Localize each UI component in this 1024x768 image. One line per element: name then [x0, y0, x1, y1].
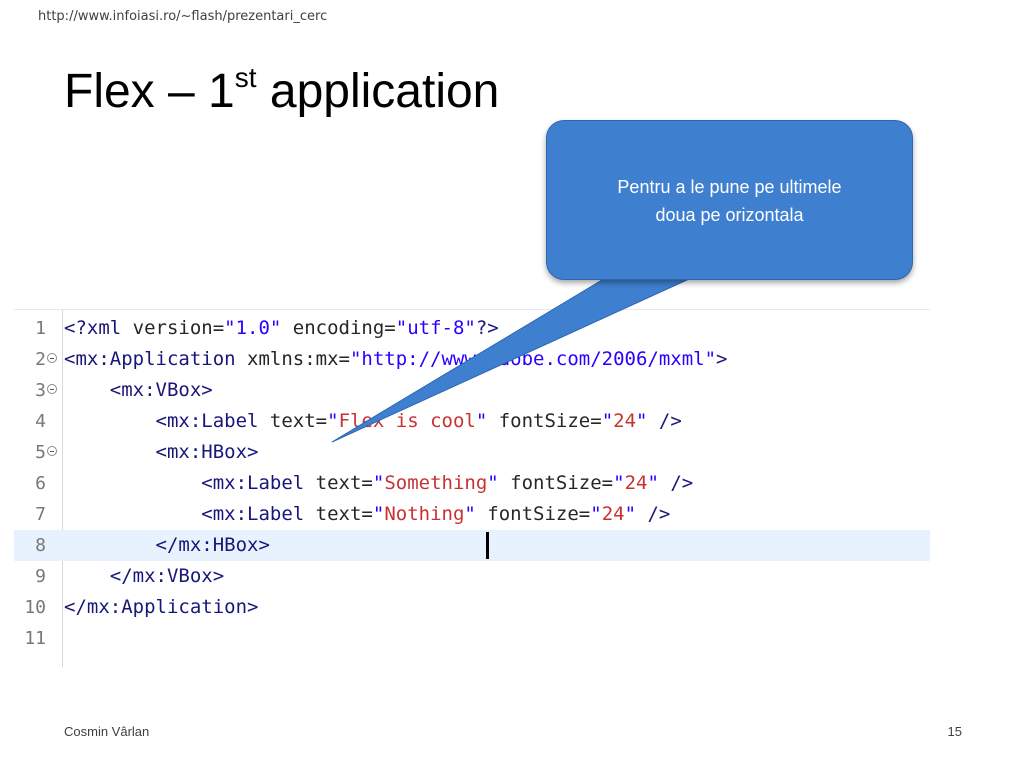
code-token: ": [590, 503, 602, 525]
code-token: ": [613, 472, 625, 494]
code-text: </mx:VBox>: [64, 561, 224, 592]
code-token: fontSize=: [487, 410, 602, 432]
code-token: <mx:HBox>: [64, 441, 259, 463]
code-token: Something: [384, 472, 488, 494]
line-number: 5: [35, 442, 46, 463]
header-url: http://www.infoiasi.ro/~flash/prezentari…: [38, 9, 328, 24]
code-token: fontSize=: [475, 503, 591, 525]
code-line[interactable]: 4 <mx:Label text="Flex is cool" fontSize…: [14, 406, 930, 437]
code-token: </mx:HBox>: [64, 534, 270, 556]
code-token: ": [647, 472, 659, 494]
code-token: ": [372, 503, 385, 525]
code-token: >: [716, 348, 728, 370]
text-cursor: [486, 532, 489, 559]
code-token: <mx:Label: [64, 410, 270, 432]
code-token: ": [624, 503, 637, 525]
code-token: />: [636, 503, 671, 525]
code-token: text=: [269, 410, 328, 432]
code-token: ": [487, 472, 499, 494]
code-line[interactable]: 6 <mx:Label text="Something" fontSize="2…: [14, 468, 930, 499]
code-token: <?xml: [64, 317, 133, 339]
code-token: </mx:Application>: [64, 596, 259, 618]
callout-line-1: Pentru a le pune pe ultimele: [617, 177, 842, 197]
code-text: <mx:Label text="Something" fontSize="24"…: [64, 468, 693, 499]
callout-line-2: doua pe orizontala: [655, 205, 804, 225]
callout-text: Pentru a le pune pe ultimele doua pe ori…: [617, 173, 841, 229]
code-token: text=: [315, 472, 373, 494]
line-number: 10: [24, 597, 46, 618]
code-text: </mx:HBox>: [64, 530, 270, 561]
code-line[interactable]: 11: [14, 623, 930, 654]
code-text: <mx:VBox>: [64, 375, 213, 406]
fold-toggle-icon[interactable]: [47, 353, 57, 363]
title-rest: application: [256, 65, 500, 118]
code-token: "http://www.adobe.com/2006/mxml": [349, 348, 717, 370]
code-token: "1.0": [224, 317, 282, 339]
code-token: ": [601, 410, 614, 432]
code-token: 24: [601, 503, 625, 525]
footer-author: Cosmin Vârlan: [64, 724, 150, 739]
code-line[interactable]: 2 <mx:Application xmlns:mx="http://www.ad…: [14, 344, 930, 375]
title-main: Flex – 1: [64, 65, 235, 118]
code-token: ": [372, 472, 385, 494]
code-token: xmlns:mx=: [247, 348, 350, 370]
code-token: 24: [613, 410, 637, 432]
code-line[interactable]: 5 <mx:HBox>: [14, 437, 930, 468]
slide-title: Flex – 1st application: [64, 62, 499, 122]
code-token: Nothing: [384, 503, 465, 525]
line-number: 7: [35, 504, 46, 525]
title-superscript: st: [234, 62, 257, 93]
code-token: ": [464, 503, 476, 525]
line-number: 8: [35, 535, 46, 556]
line-number: 2: [35, 349, 46, 370]
code-token: version=: [132, 317, 225, 339]
code-token: <mx:Label: [64, 503, 316, 525]
line-number: 6: [35, 473, 46, 494]
code-text: </mx:Application>: [64, 592, 258, 623]
code-text: <mx:Label text="Flex is cool" fontSize="…: [64, 406, 682, 437]
line-number: 3: [35, 380, 46, 401]
code-line[interactable]: 9 </mx:VBox>: [14, 561, 930, 592]
code-line[interactable]: 7 <mx:Label text="Nothing" fontSize="24"…: [14, 499, 930, 530]
code-token: </mx:VBox>: [64, 565, 225, 587]
code-text: <mx:HBox>: [64, 437, 259, 468]
code-token: text=: [315, 503, 373, 525]
code-token: />: [658, 472, 694, 494]
page-number: 15: [947, 724, 962, 739]
code-token: encoding=: [281, 317, 396, 339]
code-token: ": [636, 410, 648, 432]
code-token: <mx:VBox>: [64, 379, 213, 401]
code-token: Flex is cool: [338, 410, 476, 432]
line-number: 4: [35, 411, 46, 432]
code-text: <mx:Label text="Nothing" fontSize="24" /…: [64, 499, 670, 530]
code-token: ": [475, 410, 488, 432]
code-token: 24: [624, 472, 648, 494]
callout-pointer-shape: [331, 273, 701, 443]
line-number: 11: [24, 628, 46, 649]
gutter-divider: [62, 310, 63, 667]
code-line[interactable]: 10 </mx:Application>: [14, 592, 930, 623]
code-token: "utf-8": [395, 317, 476, 339]
line-number: 9: [35, 566, 46, 587]
code-token: ?>: [475, 317, 499, 339]
code-text: <mx:Application xmlns:mx="http://www.ado…: [64, 344, 727, 375]
code-line[interactable]: 1 <?xml version="1.0" encoding="utf-8"?>: [14, 313, 930, 344]
code-token: ": [327, 410, 339, 432]
callout-bubble: Pentru a le pune pe ultimele doua pe ori…: [546, 120, 913, 280]
code-text: <?xml version="1.0" encoding="utf-8"?>: [64, 313, 499, 344]
code-token: fontSize=: [498, 472, 614, 494]
line-number: 1: [35, 318, 46, 339]
code-line[interactable]: 3 <mx:VBox>: [14, 375, 930, 406]
code-token: <mx:Application: [64, 348, 248, 370]
code-token: <mx:Label: [64, 472, 316, 494]
fold-toggle-icon[interactable]: [47, 384, 57, 394]
code-line[interactable]: 8 </mx:HBox>: [14, 530, 930, 561]
code-editor[interactable]: 1<?xml version="1.0" encoding="utf-8"?>2…: [14, 309, 930, 667]
fold-toggle-icon[interactable]: [47, 446, 57, 456]
code-token: />: [647, 410, 682, 432]
